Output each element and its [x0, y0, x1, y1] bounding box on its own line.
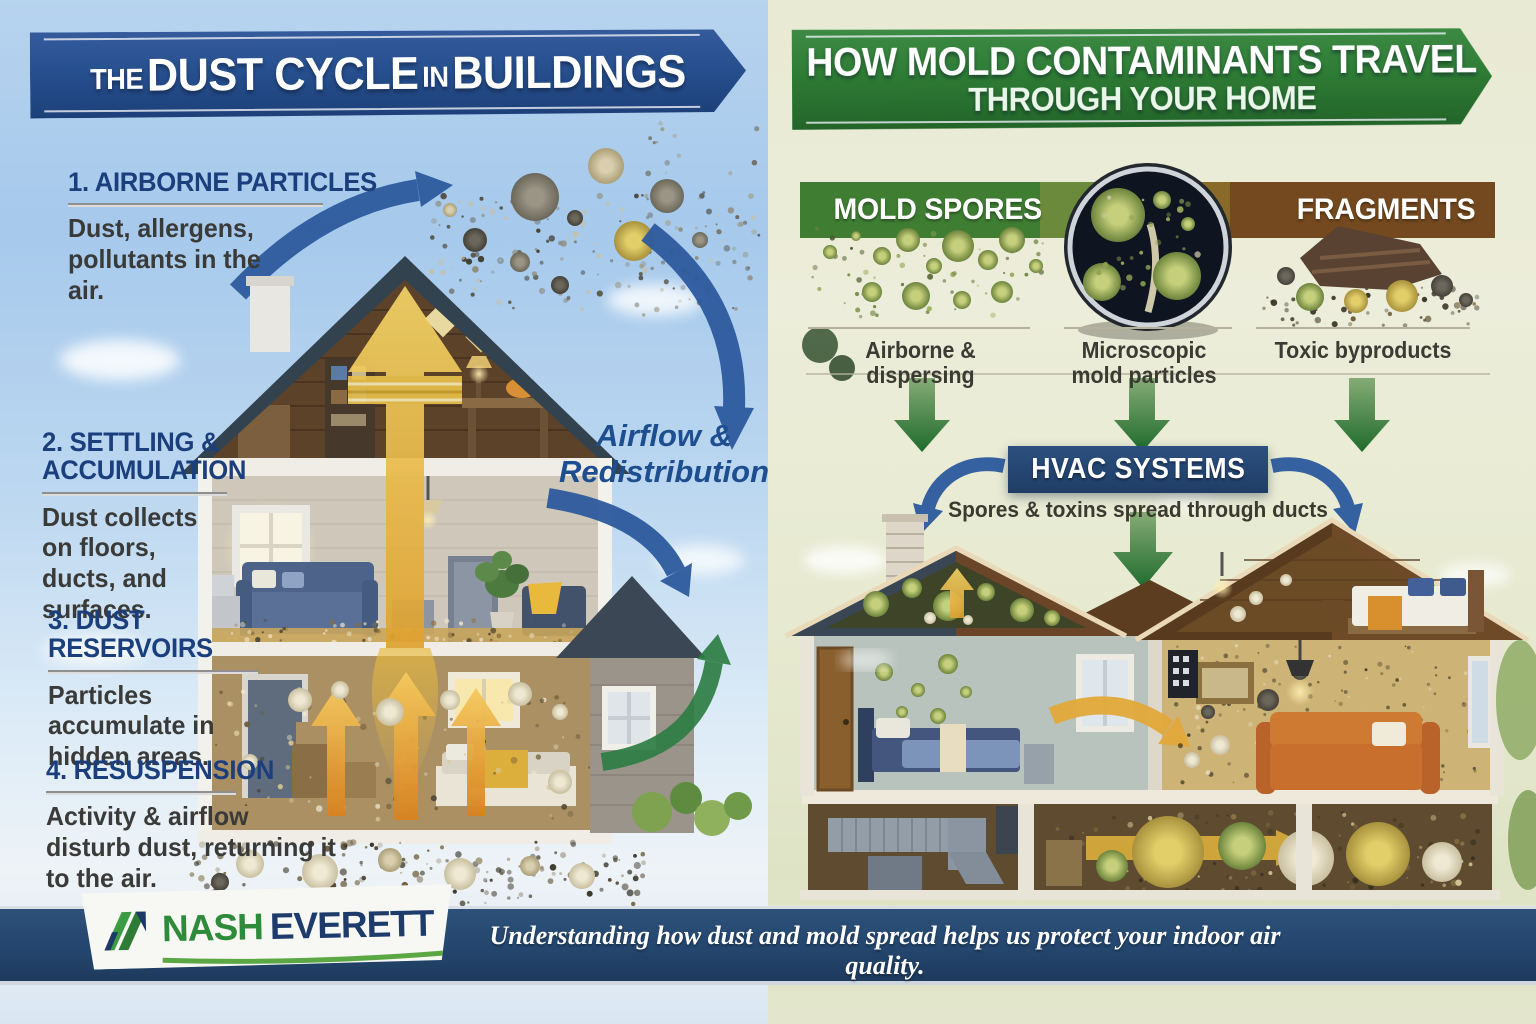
- step-1-rule: [68, 203, 323, 206]
- step-3-desc: Particles accumulate in hidden areas.: [48, 679, 215, 772]
- right-title-banner: HOW MOLD CONTAMINANTS TRAVEL THROUGH YOU…: [792, 26, 1493, 130]
- hvac-banner: HVAC SYSTEMS: [1008, 446, 1268, 493]
- right-title-line2: THROUGH YOUR HOME: [967, 78, 1317, 118]
- left-title-banner: THE DUST CYCLE IN BUILDINGS: [30, 28, 747, 119]
- caption-toxic: Toxic byproducts: [1274, 337, 1452, 363]
- dust-cycle-illustration: [43, 121, 761, 907]
- step-3-rule: [48, 669, 258, 672]
- caption-microscopic: Microscopic mold particles: [1071, 337, 1217, 389]
- airflow-annotation: Airflow & Redistribution: [558, 418, 770, 489]
- spore-cluster-illustration: [811, 226, 1045, 319]
- fragments-illustration: [1262, 226, 1480, 328]
- footer-tagline: Understanding how dust and mold spread h…: [489, 921, 1281, 980]
- step-2-desc: Dust collects on floors, ducts, and surf…: [42, 501, 198, 624]
- step-1-title: 1. AIRBORNE PARTICLES: [68, 167, 377, 197]
- step-4-desc: Activity & airflow disturb dust, returni…: [46, 801, 336, 893]
- step-2-rule: [42, 491, 227, 494]
- step-3: 3. DUST RESERVOIRS Particles accumulate …: [48, 606, 328, 772]
- step-4-title: 4. RESUSPENSION: [46, 755, 275, 785]
- mold-travel-illustration: [784, 163, 1536, 900]
- airflow-arrow-up-icon: [229, 171, 453, 300]
- green-down-arrows-icon: [894, 378, 1390, 588]
- fragments-label: FRAGMENTS: [1296, 193, 1476, 226]
- clouds: [43, 284, 744, 666]
- brand-logo-icon: [95, 901, 152, 958]
- hvac-title: HVAC SYSTEMS: [1030, 453, 1246, 485]
- chimney: [250, 282, 290, 352]
- hvac-subtitle: Spores & toxins spread through ducts: [948, 497, 1328, 522]
- caption-rules: [806, 327, 1490, 375]
- redistribution-arrow-icon: [546, 488, 692, 597]
- dust-reservoir-spill: [182, 839, 646, 907]
- left-title: THE DUST CYCLE IN BUILDINGS: [90, 44, 687, 101]
- right-title-line1: HOW MOLD CONTAMINANTS TRAVEL: [806, 36, 1478, 85]
- caption-airborne: Airborne & dispersing: [865, 337, 976, 389]
- step-2: 2. SETTLING & ACCUMULATION Dust collects…: [42, 428, 272, 624]
- left-house-illustration: [180, 256, 630, 844]
- step-4-rule: [46, 791, 236, 794]
- step-1-desc: Dust, allergens, pollutants in the air.: [68, 213, 261, 305]
- brand-swoosh: [159, 945, 489, 966]
- step-4: 4. RESUSPENSION Activity & airflow distu…: [46, 756, 376, 893]
- microscope-inset: [1064, 163, 1232, 340]
- airflow-arrow-down-icon: [641, 223, 754, 450]
- step-3-title: 3. DUST RESERVOIRS: [48, 605, 213, 664]
- mold-spores-label: MOLD SPORES: [833, 193, 1043, 226]
- brand-name-second: EVERETT: [269, 902, 434, 947]
- updraft-arrow-icon: [348, 286, 462, 648]
- right-house-illustration: [784, 514, 1536, 900]
- step-2-title: 2. SETTLING & ACCUMULATION: [42, 427, 247, 486]
- brand-name-first: NASH: [161, 906, 264, 950]
- step-1: 1. AIRBORNE PARTICLES Dust, allergens, p…: [68, 168, 398, 305]
- resuspension-return-arrow-icon: [600, 634, 731, 771]
